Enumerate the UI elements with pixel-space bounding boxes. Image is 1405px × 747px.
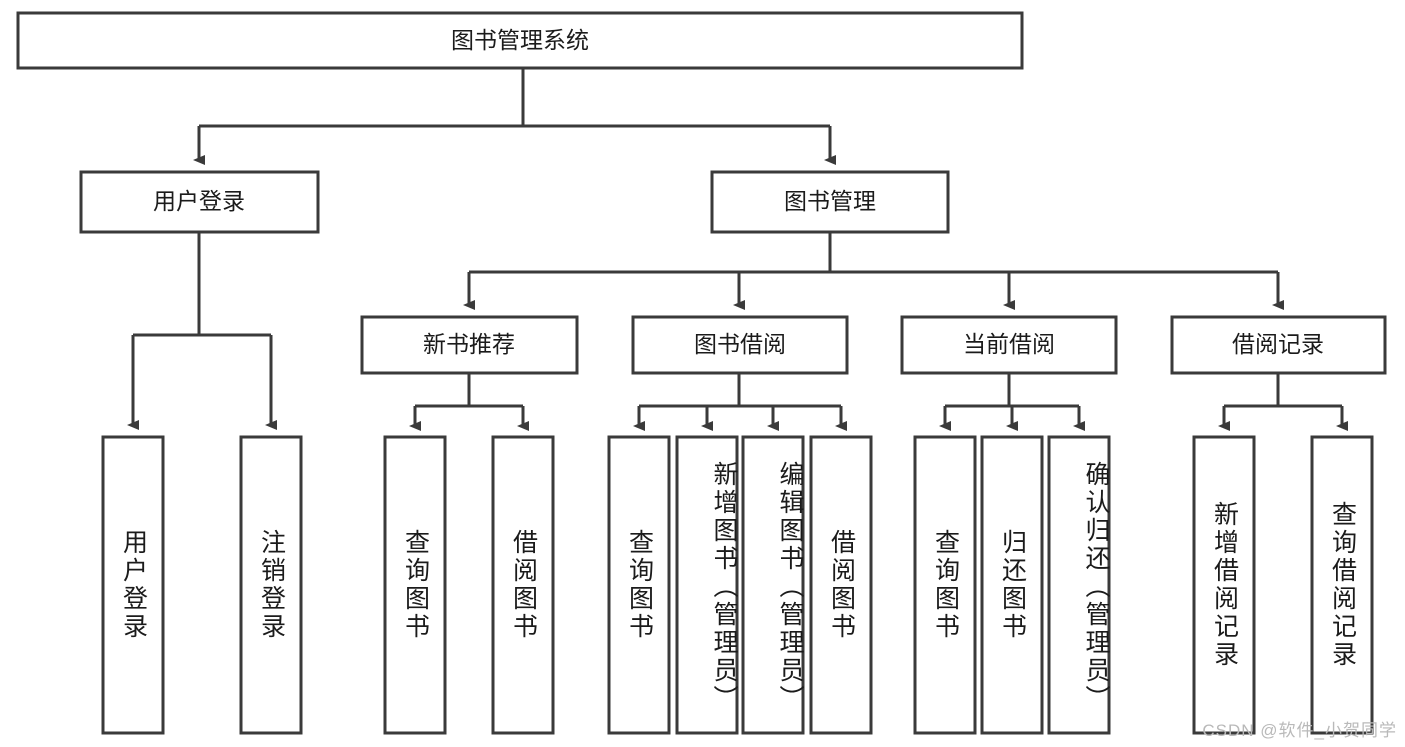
connector-current-borrow-to-leaves bbox=[939, 373, 1085, 431]
leaf-boxes-new-book-recommend bbox=[383, 435, 555, 735]
connector-book-borrow-to-leaves bbox=[633, 373, 847, 431]
leaf-box[interactable] bbox=[239, 435, 303, 735]
leaf-box[interactable] bbox=[383, 435, 447, 735]
node-book-borrow[interactable]: 图书借阅 bbox=[631, 315, 849, 375]
leaf-box[interactable] bbox=[1192, 435, 1256, 735]
leaf-box[interactable] bbox=[741, 435, 805, 735]
connector-root-to-level2 bbox=[193, 68, 836, 165]
leaf-box[interactable] bbox=[913, 435, 977, 735]
leaf-box[interactable] bbox=[101, 435, 165, 735]
leaf-box[interactable] bbox=[607, 435, 671, 735]
leaf-box[interactable] bbox=[809, 435, 873, 735]
node-borrow-record[interactable]: 借阅记录 bbox=[1170, 315, 1387, 375]
node-current-borrow[interactable]: 当前借阅 bbox=[900, 315, 1118, 375]
node-new-book-recommend[interactable]: 新书推荐 bbox=[360, 315, 579, 375]
connector-book-management-to-level3 bbox=[463, 232, 1284, 310]
node-borrow-record-label: 借阅记录 bbox=[1232, 331, 1324, 357]
connector-user-login-to-leaves bbox=[127, 232, 277, 430]
leaf-boxes-user-login bbox=[101, 435, 303, 735]
watermark: CSDN @软件_小贺同学 bbox=[1202, 721, 1397, 740]
node-user-login[interactable]: 用户登录 bbox=[79, 170, 320, 234]
leaf-box[interactable] bbox=[980, 435, 1044, 735]
leaf-box[interactable] bbox=[675, 435, 739, 735]
node-new-book-recommend-label: 新书推荐 bbox=[423, 331, 515, 357]
node-root[interactable]: 图书管理系统 bbox=[16, 11, 1024, 70]
connector-new-book-to-leaves bbox=[409, 373, 529, 431]
node-book-management-label: 图书管理 bbox=[784, 188, 876, 214]
node-user-login-label: 用户登录 bbox=[153, 188, 245, 214]
leaf-boxes-current-borrow bbox=[913, 435, 1111, 735]
node-current-borrow-label: 当前借阅 bbox=[963, 331, 1055, 357]
node-book-management[interactable]: 图书管理 bbox=[710, 170, 950, 234]
leaf-box[interactable] bbox=[491, 435, 555, 735]
node-book-borrow-label: 图书借阅 bbox=[694, 331, 786, 357]
leaf-box[interactable] bbox=[1047, 435, 1111, 735]
leaf-boxes-book-borrow bbox=[607, 435, 873, 735]
connector-borrow-record-to-leaves bbox=[1218, 373, 1348, 431]
node-root-label: 图书管理系统 bbox=[451, 27, 589, 53]
leaf-boxes-borrow-record bbox=[1192, 435, 1374, 735]
leaf-box[interactable] bbox=[1310, 435, 1374, 735]
